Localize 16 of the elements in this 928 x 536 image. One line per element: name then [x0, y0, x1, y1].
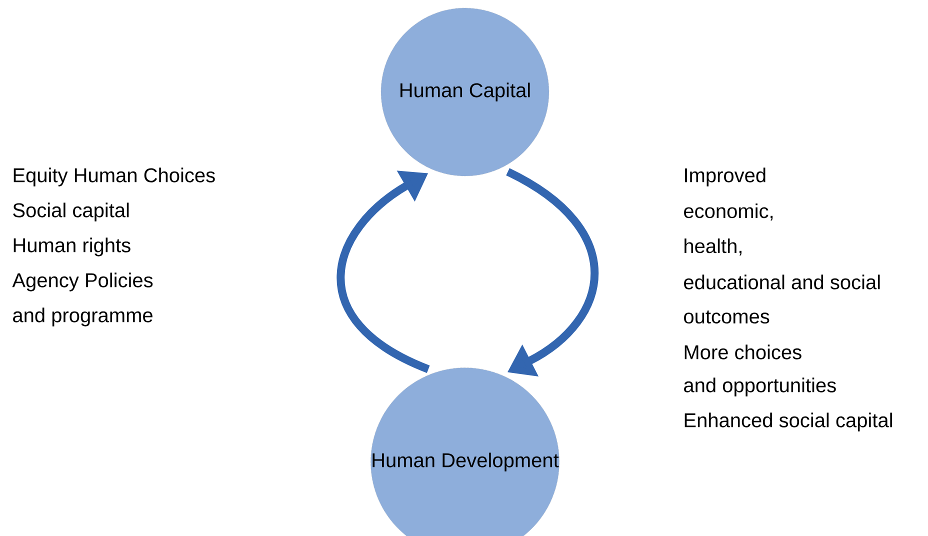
curved-arrow	[336, 170, 430, 373]
text-line: Enhanced social capital	[684, 412, 892, 432]
text-line: health,	[684, 238, 742, 256]
text-line: and programme	[13, 308, 152, 326]
curved-arrow	[506, 168, 599, 376]
text-line: More choices	[684, 344, 802, 360]
circle-node: Human Capital	[380, 8, 550, 176]
text-line: Improved	[685, 168, 766, 186]
text-line: outcomes	[684, 310, 770, 324]
text-line: Human rights	[14, 238, 130, 256]
text-line: Agency Policies	[12, 272, 153, 292]
text-line: and opportunities	[684, 378, 836, 396]
text-line: Equity Human Choices	[14, 168, 215, 186]
text-line: Social capital	[13, 202, 129, 222]
text-line: educational and social	[684, 274, 880, 290]
text-line: economic,	[684, 203, 773, 221]
